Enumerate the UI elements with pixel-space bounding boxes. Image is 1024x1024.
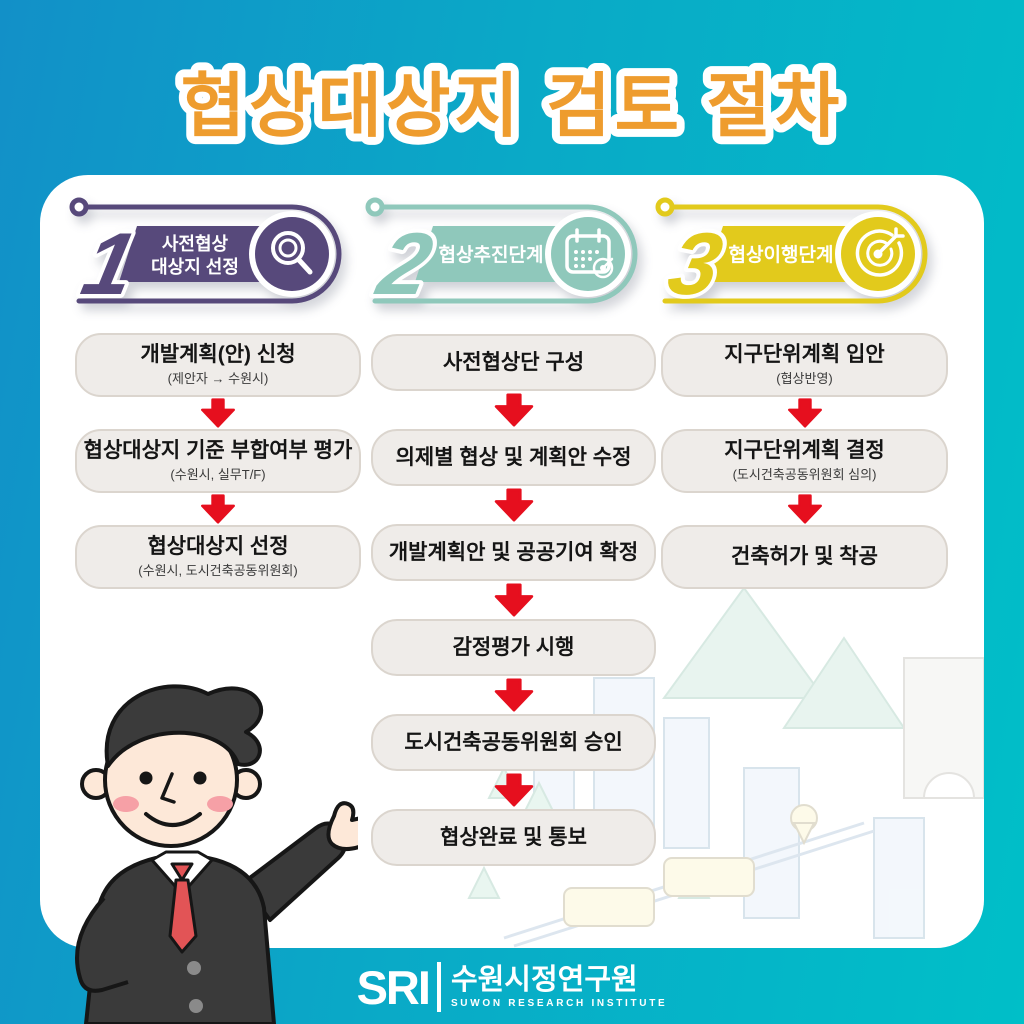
step-box: 사전협상단 구성 [371, 334, 656, 391]
city-illustration [467, 586, 984, 948]
step-title: 협상대상지 선정 [147, 535, 289, 559]
arrow-down-icon [201, 398, 235, 428]
step-box: 협상대상지 선정 (수원시, 도시건축공동위원회) [75, 525, 361, 589]
step-title: 지구단위계획 결정 [724, 439, 885, 463]
stage1-outline [76, 204, 342, 304]
stage1-badge: 1 사전협상 대상지 선정 [69, 197, 342, 314]
step-title: 건축허가 및 착공 [731, 545, 878, 569]
step-title: 협상대상지 기준 부합여부 평가 [83, 439, 353, 463]
stage1-label-line1: 사전협상 [162, 233, 229, 254]
step-title: 협상완료 및 통보 [440, 825, 587, 849]
step-title: 개발계획안 및 공공기여 확정 [388, 540, 639, 564]
stage1-ring-dot [69, 197, 89, 217]
sri-logo-acronym: SRI [356, 960, 431, 1014]
step-box: 개발계획(안) 신청 (제안자 → 수원시) [75, 333, 361, 397]
arrow-down-icon [201, 494, 235, 524]
arrow-down-icon [494, 583, 533, 617]
stage1-flow: 개발계획(안) 신청 (제안자 → 수원시) 협상대상지 기준 부합여부 평가 … [75, 333, 361, 589]
stage3-ring-dot [655, 197, 675, 217]
step-box: 감정평가 시행 [371, 619, 656, 676]
arrow-down-icon [494, 393, 533, 427]
step-box: 지구단위계획 입안 (협상반영) [661, 333, 948, 397]
stage3-flow: 지구단위계획 입안 (협상반영) 지구단위계획 결정 (도시건축공동위원회 심의… [661, 333, 948, 589]
step-box: 의제별 협상 및 계획안 수정 [371, 429, 656, 486]
step-title: 감정평가 시행 [452, 635, 575, 659]
step-subtitle: (도시건축공동위원회 심의) [732, 466, 877, 482]
page-title: 협상대상지 검토 절차 [0, 42, 1024, 172]
arrow-down-icon [787, 398, 822, 428]
logo-divider [436, 962, 441, 1012]
step-subtitle: (제안자 → 수원시) [167, 370, 269, 386]
stage1-label-line2: 대상지 선정 [151, 257, 239, 277]
stage3-badge: 3 협상이행단계 [655, 197, 928, 314]
stage2-flow: 사전협상단 구성 의제별 협상 및 계획안 수정 개발계획안 및 공공기여 확정… [371, 334, 656, 866]
stage2-label-bar [415, 226, 561, 282]
target-dart-icon [855, 227, 905, 277]
stage2-label: 협상추진단계 [439, 244, 544, 266]
arrow-down-icon [494, 488, 533, 522]
step-box: 협상대상지 기준 부합여부 평가 (수원시, 실무T/F) [75, 429, 361, 493]
step-title: 개발계획(안) 신청 [140, 343, 296, 367]
stage3-label: 협상이행단계 [729, 244, 834, 266]
step-box: 지구단위계획 결정 (도시건축공동위원회 심의) [661, 429, 948, 493]
stage2-ring-dot [365, 197, 385, 217]
calendar-target-icon [565, 228, 614, 279]
stage2-badge: 2 협상추진단계 [365, 197, 638, 314]
step-subtitle: (수원시, 실무T/F) [170, 466, 266, 482]
step-title: 의제별 협상 및 계획안 수정 [395, 445, 632, 469]
step-box: 개발계획안 및 공공기여 확정 [371, 524, 656, 581]
magnifier-icon [271, 231, 313, 275]
step-title: 도시건축공동위원회 승인 [404, 730, 623, 754]
footer-logo: SRI 수원시정연구원 SUWON RESEARCH INSTITUTE [0, 950, 1024, 1024]
stage2-outline [372, 204, 638, 304]
page-title-text: 협상대상지 검토 절차 [181, 67, 844, 145]
arrow-down-icon [787, 494, 822, 524]
arrow-down-icon [494, 773, 533, 807]
arrow-down-icon [494, 678, 533, 712]
stage2-number: 2 [369, 214, 441, 313]
logo-korean-name: 수원시정연구원 [450, 964, 638, 997]
step-title: 지구단위계획 입안 [724, 343, 885, 367]
stage2-icon-circle [551, 217, 625, 291]
stage3-label-bar [705, 226, 851, 282]
step-title: 사전협상단 구성 [442, 350, 585, 374]
step-box: 협상완료 및 통보 [371, 809, 656, 866]
step-box: 건축허가 및 착공 [661, 525, 948, 589]
businessman-character [75, 684, 358, 1024]
logo-english-name: SUWON RESEARCH INSTITUTE [450, 997, 668, 1009]
step-subtitle: (수원시, 도시건축공동위원회) [138, 562, 298, 578]
stage1-label-bar [119, 226, 265, 282]
stage3-outline [662, 204, 928, 304]
step-box: 도시건축공동위원회 승인 [371, 714, 656, 771]
step-subtitle: (협상반영) [776, 370, 833, 386]
